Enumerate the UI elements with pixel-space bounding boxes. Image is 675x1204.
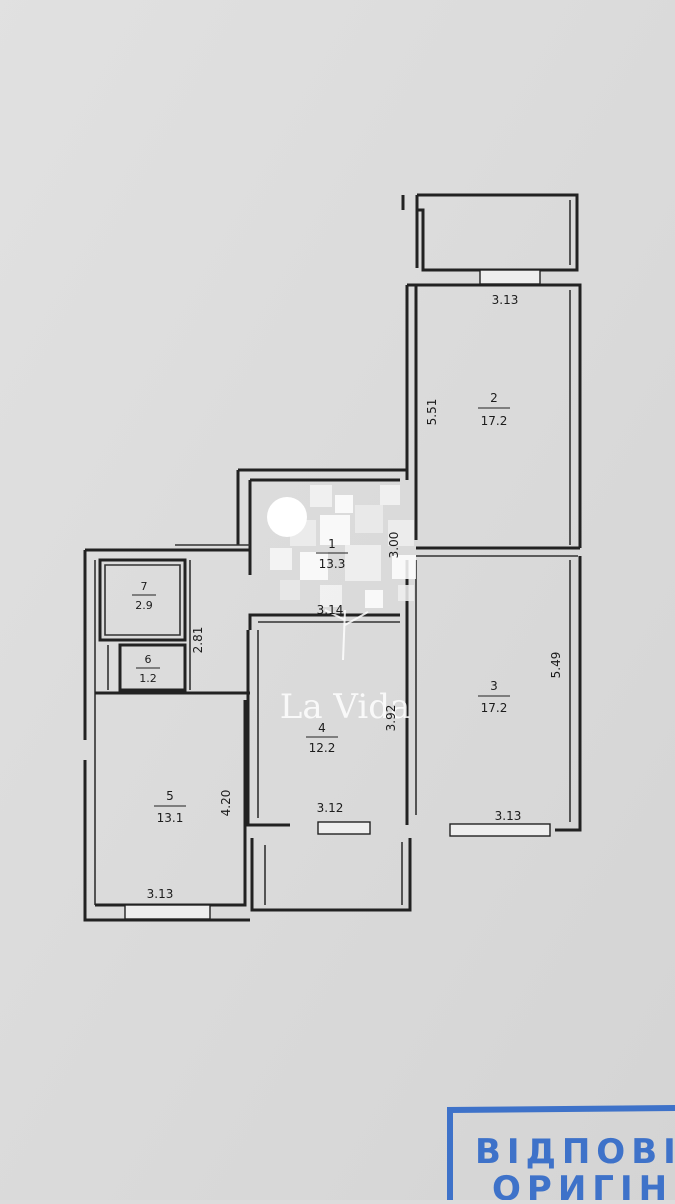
room-5-area: 13.1 [157, 811, 184, 825]
room-2-number: 2 [490, 391, 498, 405]
watermark-logo: La Vida [270, 485, 416, 727]
dim-room3-height: 5.49 [549, 652, 563, 679]
stamp: ВІДПОВІ ОРИГІН [447, 1105, 675, 1204]
watermark-text: La Vida [280, 687, 411, 727]
left-block-outer [83, 548, 250, 922]
room-4-area: 12.2 [309, 741, 336, 755]
lower-balcony-inner [264, 842, 403, 905]
room1-bottom-wall [248, 613, 400, 630]
window-top-balcony [479, 269, 541, 285]
room-1-area: 13.3 [319, 557, 346, 571]
dim-room1-bottom: 3.14 [317, 603, 344, 617]
room-1-label: 1 13.3 [316, 537, 348, 571]
room-7-label: 7 2.9 [132, 580, 156, 612]
room-4-label: 4 12.2 [306, 721, 338, 755]
room7-inner [104, 564, 181, 636]
window-room5 [124, 904, 211, 920]
marker-dot [267, 497, 307, 537]
dim-room1-right: 3.00 [387, 532, 401, 559]
room1-walls [236, 468, 408, 575]
room-6-number: 6 [145, 653, 152, 666]
dim-room5-bottom: 3.13 [147, 887, 174, 901]
room-3-area: 17.2 [481, 701, 508, 715]
walls [83, 193, 582, 922]
stamp-line1: ВІДПОВІ [475, 1132, 675, 1172]
dim-balcony-top: 3.13 [492, 293, 519, 307]
room-6-label: 6 1.2 [136, 653, 160, 685]
room2-outer-wall [407, 283, 582, 548]
room-2-label: 2 17.2 [478, 391, 510, 428]
dim-corridor-height: 2.81 [191, 627, 205, 654]
room-7-number: 7 [141, 580, 148, 593]
room-3-label: 3 17.2 [478, 679, 510, 715]
lower-balcony-walls [250, 838, 412, 912]
dim-room2-height: 5.51 [425, 399, 439, 426]
window-room3 [449, 823, 551, 837]
windows [124, 269, 551, 920]
room-5-label: 5 13.1 [154, 789, 186, 825]
room-7-area: 2.9 [135, 599, 153, 612]
dim-room4-bottom: 3.12 [317, 801, 344, 815]
room4-left-wall [246, 630, 290, 827]
room-labels: 1 13.3 2 17.2 3 17.2 4 12.2 5 13.1 6 1.2 [132, 391, 510, 825]
dimension-labels: 3.13 5.51 3.00 3.14 5.49 3.13 3.92 3.12 … [147, 293, 563, 901]
dim-room4-height: 3.92 [384, 705, 398, 732]
room-2-area: 17.2 [481, 414, 508, 428]
room-4-number: 4 [318, 721, 326, 735]
room7-walls [98, 558, 187, 642]
window-room4 [317, 821, 371, 835]
dim-room5-height: 4.20 [219, 790, 233, 817]
room3-right-wall [555, 556, 582, 832]
room-5-number: 5 [166, 789, 174, 803]
dim-room3-bottom: 3.13 [495, 809, 522, 823]
room-1-number: 1 [328, 537, 336, 551]
room-6-area: 1.2 [139, 672, 157, 685]
room-3-number: 3 [490, 679, 498, 693]
left-block-inner [94, 544, 250, 905]
room6-walls [118, 643, 187, 692]
stamp-frame [447, 1105, 675, 1200]
stamp-line2: ОРИГІН [492, 1169, 673, 1200]
